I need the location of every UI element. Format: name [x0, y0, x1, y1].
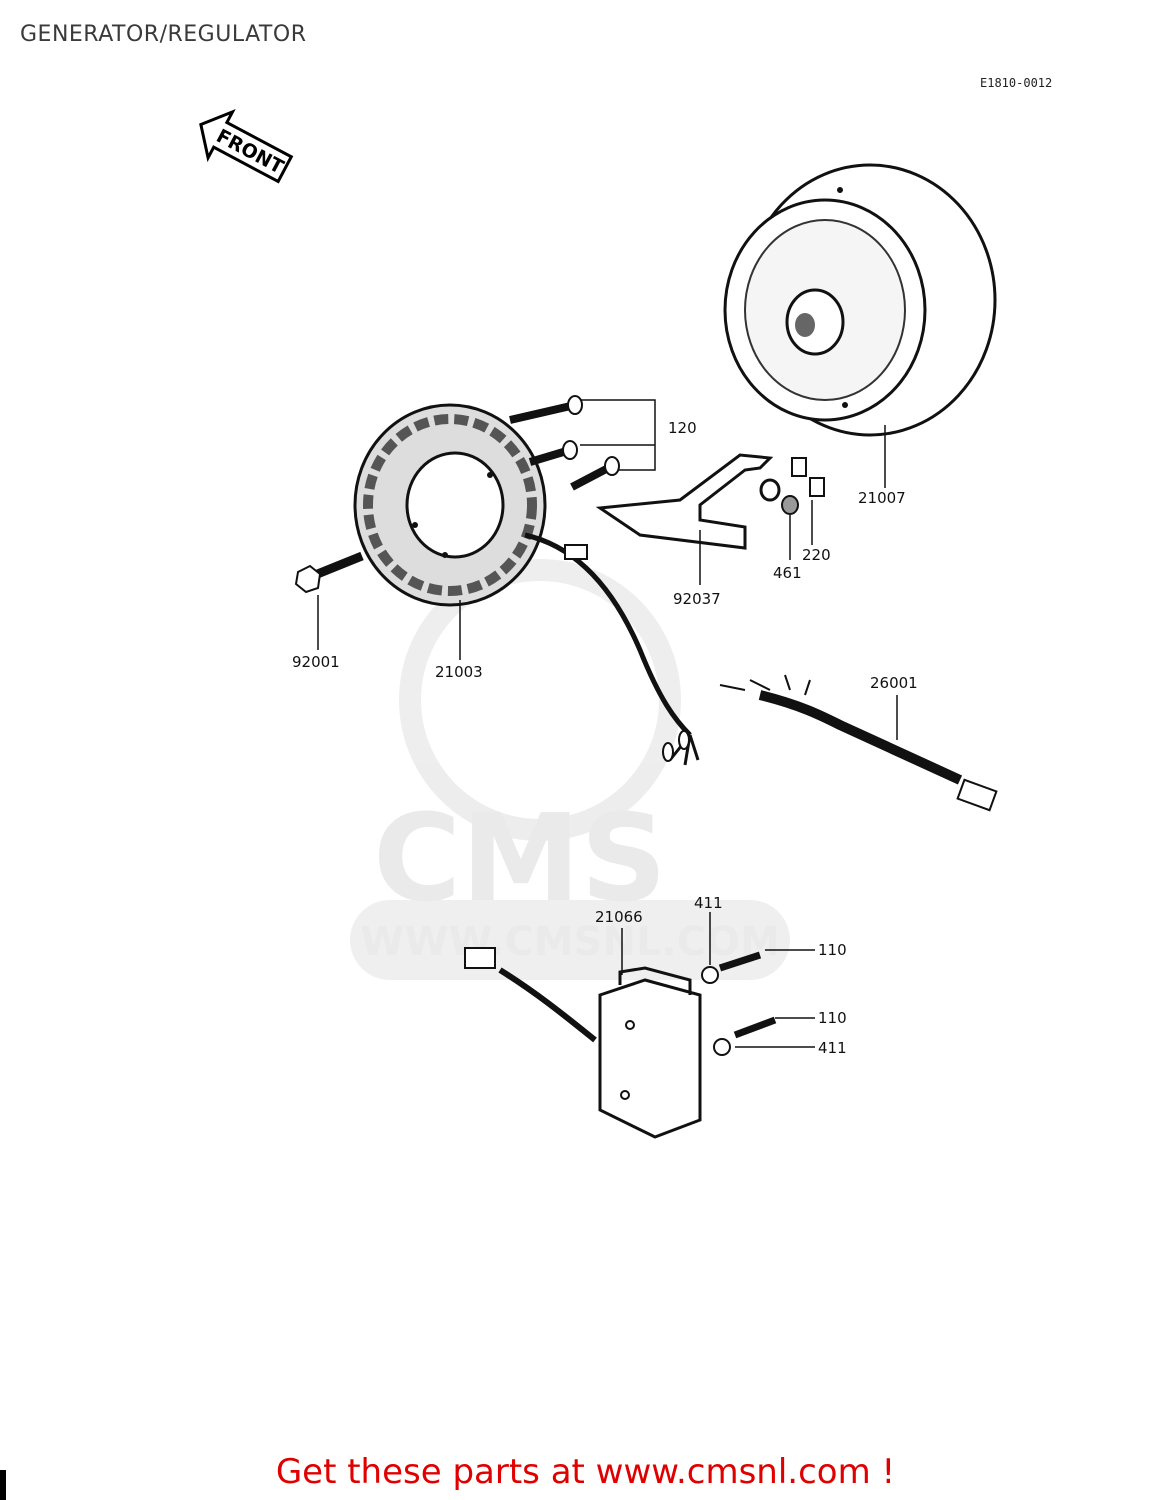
page-title: GENERATOR/REGULATOR — [20, 22, 307, 47]
bolt-92001 — [294, 551, 364, 594]
leader-lines — [317, 399, 898, 1048]
footer-link[interactable]: Get these parts at www.cmsnl.com ! — [0, 1452, 1171, 1492]
callout-21003: 21003 — [435, 663, 483, 681]
stator-coil — [353, 403, 547, 607]
nut-411b — [713, 1038, 731, 1056]
cms-watermark: CMS WWW.CMSNL.COM — [350, 559, 790, 980]
front-arrow-icon: FRONT — [199, 108, 294, 184]
wire-harness-26001 — [719, 674, 998, 812]
callout-92001: 92001 — [292, 653, 340, 671]
callout-21066: 21066 — [595, 908, 643, 926]
bracket-92037 — [595, 453, 774, 550]
washer-461 — [759, 478, 799, 515]
bolt-110a — [718, 951, 762, 972]
bolt-110b — [733, 1016, 777, 1039]
callout-220: 220 — [802, 546, 831, 564]
callout-110-top: 110 — [818, 941, 847, 959]
nut-411a — [701, 966, 719, 984]
rotor-flywheel — [723, 163, 997, 437]
bolt-120-set — [509, 395, 620, 491]
regulator-21066 — [464, 947, 702, 1139]
callout-26001: 26001 — [870, 674, 918, 692]
stator-lead-wire — [524, 532, 700, 766]
footer-link-text[interactable]: Get these parts at www.cmsnl.com ! — [275, 1452, 896, 1492]
watermark-url: WWW.CMSNL.COM — [360, 919, 780, 965]
callout-411-top: 411 — [694, 894, 723, 912]
watermark-brand: CMS — [373, 790, 667, 929]
callout-92037: 92037 — [673, 590, 721, 608]
callout-120: 120 — [668, 419, 697, 437]
corner-mark — [0, 1470, 6, 1500]
callout-411-bottom: 411 — [818, 1039, 847, 1057]
callout-110-bottom: 110 — [818, 1009, 847, 1027]
callout-21007: 21007 — [858, 489, 906, 507]
parts-diagram: CMS WWW.CMSNL.COM FRONT — [199, 108, 998, 1139]
callout-461: 461 — [773, 564, 802, 582]
screw-220 — [791, 457, 825, 497]
diagram-code: E1810-0012 — [980, 76, 1053, 90]
